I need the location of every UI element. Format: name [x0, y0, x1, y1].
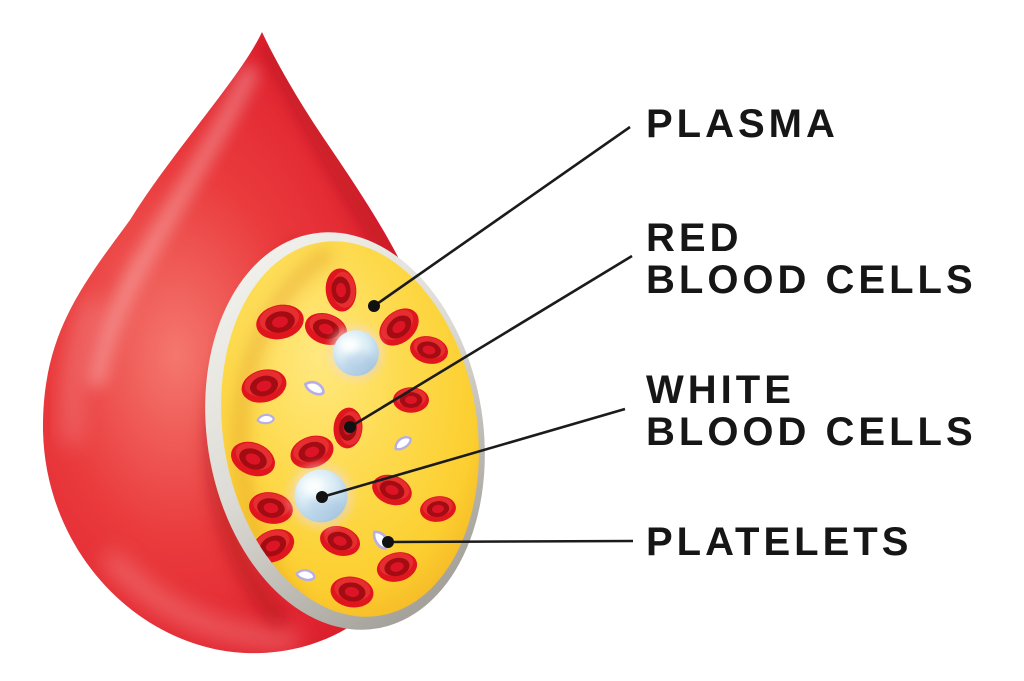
- white-blood-cell: [328, 325, 383, 380]
- label-white-blood-cells: WHITE BLOOD CELLS: [646, 369, 977, 453]
- label-plasma: PLASMA: [646, 103, 839, 145]
- label-red-blood-cells-line2: BLOOD CELLS: [646, 258, 977, 302]
- label-white-blood-cells-line1: WHITE: [646, 368, 795, 412]
- label-plasma-line1: PLASMA: [646, 102, 839, 146]
- leader-line-white-blood-cells: [321, 407, 626, 499]
- pointer-dot-plasma: [368, 300, 380, 312]
- label-white-blood-cells-line2: BLOOD CELLS: [646, 410, 977, 454]
- pointer-dot-red-blood-cells: [344, 421, 356, 433]
- label-platelets: PLATELETS: [646, 521, 912, 563]
- leader-lines: [321, 125, 634, 544]
- leader-line-red-blood-cells: [349, 254, 633, 429]
- leader-line-plasma: [373, 125, 631, 308]
- pointer-dot-white-blood-cells: [316, 491, 328, 503]
- label-red-blood-cells-line1: RED: [646, 216, 743, 260]
- label-platelets-line1: PLATELETS: [646, 520, 913, 564]
- leader-line-platelets: [387, 539, 634, 544]
- pointer-dot-platelets: [382, 536, 394, 548]
- label-red-blood-cells: RED BLOOD CELLS: [646, 217, 977, 301]
- pointer-dots: [316, 300, 394, 548]
